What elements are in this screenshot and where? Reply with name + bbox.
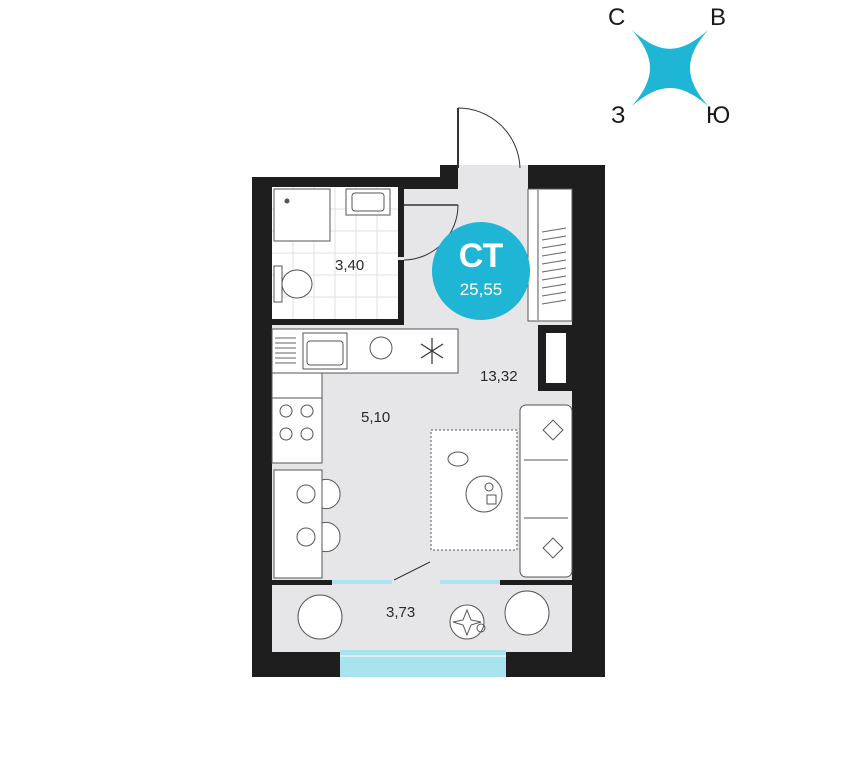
apartment-type-code: СТ <box>458 237 504 275</box>
kitchen-counter <box>271 328 459 464</box>
entrance-door <box>457 107 521 169</box>
kitchen-area-label: 5,10 <box>361 409 391 426</box>
plant-icon <box>449 604 486 640</box>
dining-set <box>273 469 341 579</box>
sofa <box>519 404 573 578</box>
wardrobe <box>527 188 573 322</box>
compass-east: В <box>710 4 727 31</box>
bathroom-area-label: 3,40 <box>335 257 365 274</box>
compass-north: С <box>608 4 626 31</box>
balcony-partition <box>272 561 572 585</box>
column <box>538 325 574 391</box>
bathroom-walls <box>272 187 404 325</box>
snowflake-icon <box>420 338 444 364</box>
rug <box>430 429 518 551</box>
balcony-window <box>340 650 506 677</box>
entrance <box>404 165 605 189</box>
apartment-badge: СТ 25,55 <box>432 222 530 320</box>
bathroom <box>272 187 398 319</box>
apartment-total-area: 25,55 <box>459 280 503 299</box>
balcony-furniture <box>297 590 550 640</box>
compass-icon <box>632 30 708 106</box>
balcony-area-label: 3,73 <box>386 604 416 621</box>
compass-west: З <box>611 102 626 129</box>
compass-south: Ю <box>706 102 731 129</box>
living-area-label: 13,32 <box>480 368 518 385</box>
